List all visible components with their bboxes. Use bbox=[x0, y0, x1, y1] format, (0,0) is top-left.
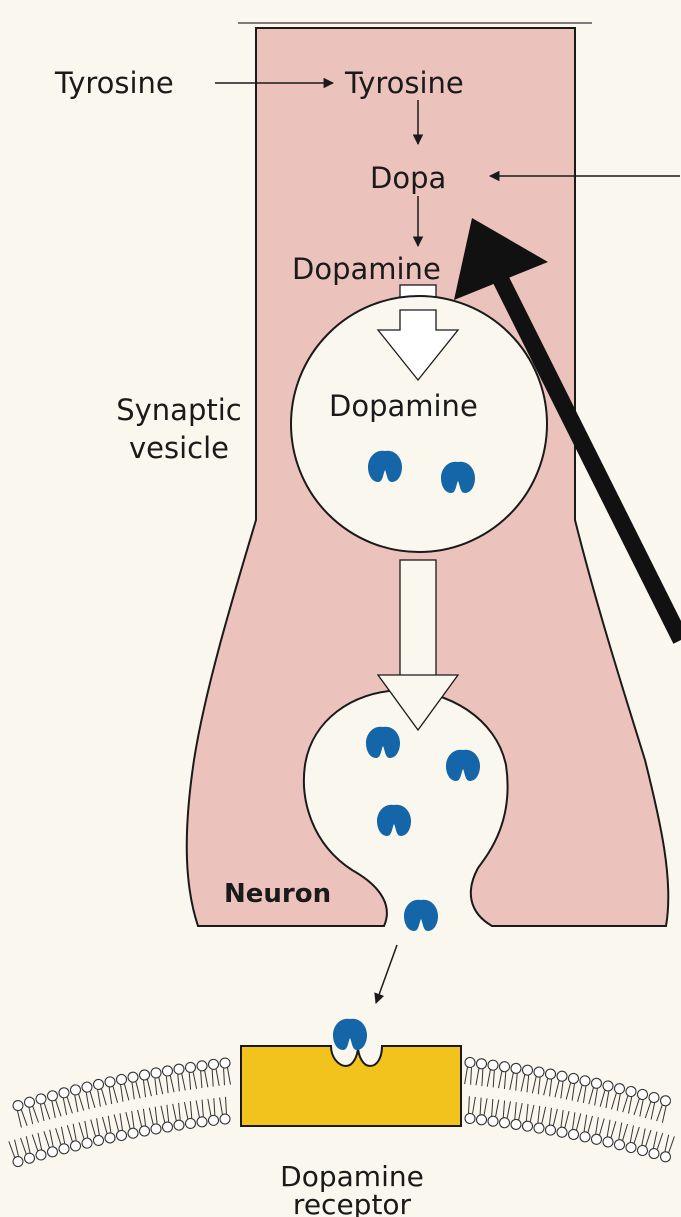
dopamine-molecule bbox=[377, 805, 411, 836]
lipid-molecule bbox=[464, 1096, 477, 1124]
lipid-molecule bbox=[499, 1100, 513, 1128]
label-neuron: Neuron bbox=[224, 879, 331, 909]
lipid-molecule bbox=[7, 1139, 24, 1168]
lipid-molecule bbox=[497, 1061, 511, 1089]
lipid-molecule bbox=[194, 1099, 207, 1127]
label-dopamine-vesicle: Dopamine bbox=[329, 389, 478, 423]
lipid-molecule bbox=[208, 1059, 221, 1087]
lipid-molecule bbox=[487, 1099, 500, 1127]
label-tyrosine-outside: Tyrosine bbox=[54, 66, 174, 100]
lipid-molecule bbox=[474, 1058, 487, 1086]
dopamine-molecule bbox=[404, 900, 438, 931]
bound-dopamine-molecule bbox=[333, 1019, 367, 1050]
lower-pathway bbox=[400, 560, 436, 680]
dopamine-molecule bbox=[366, 727, 400, 758]
lipid-molecule bbox=[218, 1097, 231, 1125]
release-arrow bbox=[378, 675, 458, 730]
lipid-molecule bbox=[476, 1097, 489, 1125]
dopamine-receptor bbox=[241, 1046, 461, 1126]
lipid-molecule bbox=[659, 1134, 676, 1163]
lipid-molecule bbox=[463, 1057, 476, 1085]
label-dopamine-cytosol: Dopamine bbox=[292, 252, 441, 286]
label-synaptic: Synaptic bbox=[116, 393, 242, 427]
lipid-molecule bbox=[196, 1060, 209, 1088]
lipid-molecule bbox=[485, 1060, 498, 1088]
label-dopa: Dopa bbox=[370, 161, 446, 195]
label-vesicle: vesicle bbox=[129, 431, 229, 465]
dopamine-molecule bbox=[446, 750, 480, 781]
lipid-molecule bbox=[206, 1098, 219, 1126]
label-receptor-line2: receptor bbox=[293, 1188, 412, 1217]
release-to-receptor-arrow bbox=[376, 945, 397, 1003]
label-tyrosine-inside: Tyrosine bbox=[344, 66, 464, 100]
lipid-molecule bbox=[219, 1058, 232, 1086]
